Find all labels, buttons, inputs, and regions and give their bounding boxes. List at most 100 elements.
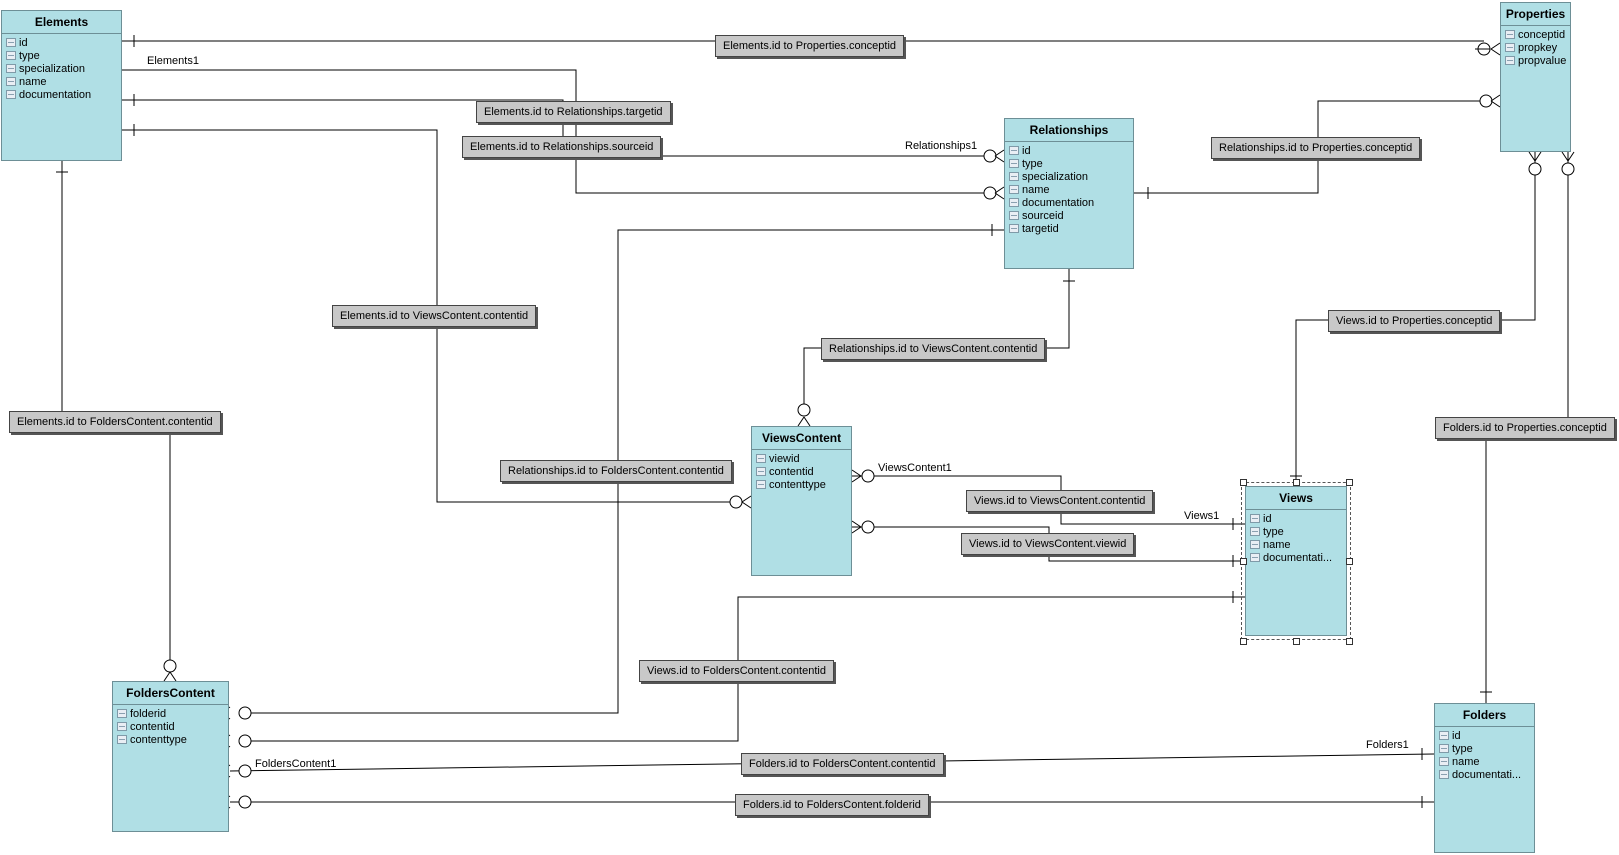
field-name: name [1452,756,1480,768]
relation-label[interactable]: Folders.id to Properties.conceptid [1435,417,1615,439]
field-row[interactable]: folderid [117,708,228,721]
field-type-icon [1505,30,1515,39]
selection-handle[interactable] [1346,558,1353,565]
field-row[interactable]: propkey [1505,42,1570,55]
relation-label[interactable]: Folders.id to FoldersContent.contentid [741,753,944,775]
field-row[interactable]: type [6,50,121,63]
selection-handle[interactable] [1293,479,1300,486]
field-row[interactable]: sourceid [1009,210,1133,223]
relation-label[interactable]: Folders.id to FoldersContent.folderid [735,794,929,816]
field-row[interactable]: documentati... [1250,552,1346,565]
field-type-icon [117,722,127,731]
field-type-icon [1250,540,1260,549]
field-name: documentation [19,89,92,101]
field-row[interactable]: id [6,37,121,50]
field-type-icon [1250,514,1260,523]
table-title: FoldersContent [113,682,228,705]
field-row[interactable]: contentid [117,721,228,734]
field-row[interactable]: id [1250,513,1346,526]
relation-label[interactable]: Views.id to ViewsContent.contentid [966,490,1154,512]
field-type-icon [1009,172,1019,181]
relation-label[interactable]: Elements.id to ViewsContent.contentid [332,305,537,327]
field-row[interactable]: viewid [756,453,851,466]
field-type-icon [1439,744,1449,753]
role-label: Folders1 [1366,739,1409,751]
relation-label[interactable]: Views.id to Properties.conceptid [1328,310,1501,332]
field-row[interactable]: specialization [6,63,121,76]
role-label: Elements1 [147,55,199,67]
field-row[interactable]: targetid [1009,223,1133,236]
role-label: Views1 [1184,510,1220,522]
role-label: FoldersContent1 [255,758,337,770]
selection-handle[interactable] [1240,638,1247,645]
field-row[interactable]: type [1250,526,1346,539]
field-row[interactable]: documentati... [1439,769,1534,782]
field-row[interactable]: type [1439,743,1534,756]
field-name: propvalue [1518,55,1567,67]
field-name: id [1452,730,1461,742]
field-name: contentid [769,466,814,478]
field-row[interactable]: name [1439,756,1534,769]
relation-label[interactable]: Elements.id to FoldersContent.contentid [9,411,221,433]
relation-label[interactable]: Elements.id to Properties.conceptid [715,35,905,57]
field-name: name [1022,184,1050,196]
selection-handle[interactable] [1240,558,1247,565]
field-row[interactable]: documentation [1009,197,1133,210]
field-row[interactable]: contentid [756,466,851,479]
role-label: ViewsContent1 [878,462,952,474]
relation-label[interactable]: Relationships.id to FoldersContent.conte… [500,460,732,482]
field-row[interactable]: name [1250,539,1346,552]
field-name: id [19,37,28,49]
field-row[interactable]: id [1009,145,1133,158]
field-row[interactable]: name [6,76,121,89]
field-name: sourceid [1022,210,1064,222]
field-type-icon [6,38,16,47]
field-type-icon [6,90,16,99]
field-row[interactable]: propvalue [1505,55,1570,68]
field-type-icon [1250,527,1260,536]
field-type-icon [1439,731,1449,740]
field-row[interactable]: documentation [6,89,121,102]
field-type-icon [6,77,16,86]
field-name: contentid [130,721,175,733]
field-type-icon [1009,185,1019,194]
field-row[interactable]: type [1009,158,1133,171]
selection-handle[interactable] [1240,479,1247,486]
selection-handle[interactable] [1293,638,1300,645]
field-type-icon [1009,224,1019,233]
field-row[interactable]: conceptid [1505,29,1570,42]
field-row[interactable]: specialization [1009,171,1133,184]
field-name: contenttype [130,734,187,746]
selection-handle[interactable] [1346,479,1353,486]
field-name: type [1452,743,1473,755]
field-row[interactable]: name [1009,184,1133,197]
field-type-icon [117,735,127,744]
field-name: type [1022,158,1043,170]
relation-label[interactable]: Elements.id to Relationships.sourceid [462,136,662,158]
field-row[interactable]: contenttype [117,734,228,747]
field-name: specialization [19,63,86,75]
relation-label[interactable]: Relationships.id to ViewsContent.content… [821,338,1046,360]
selection-handle[interactable] [1346,638,1353,645]
relation-label[interactable]: Elements.id to Relationships.targetid [476,101,671,123]
field-row[interactable]: contenttype [756,479,851,492]
relation-label[interactable]: Views.id to ViewsContent.viewid [961,533,1135,555]
relation-label[interactable]: Views.id to FoldersContent.contentid [639,660,834,682]
table-title: ViewsContent [752,427,851,450]
field-name: conceptid [1518,29,1566,41]
table-title: Properties [1501,3,1570,26]
relation-label[interactable]: Relationships.id to Properties.conceptid [1211,137,1421,159]
field-row[interactable]: id [1439,730,1534,743]
